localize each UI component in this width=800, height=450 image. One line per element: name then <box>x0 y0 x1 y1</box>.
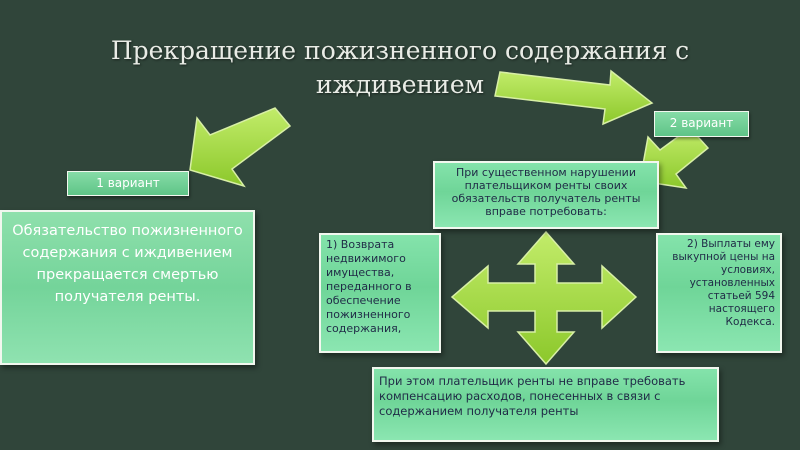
note-box: При этом плательщик ренты не вправе треб… <box>372 367 719 442</box>
option2-box: 2) Выплаты ему выкупной цены на условиях… <box>656 233 782 353</box>
option2-text: 2) Выплаты ему выкупной цены на условиях… <box>672 238 775 328</box>
option1-box: 1) Возврата недвижимого имущества, перед… <box>319 233 441 353</box>
arrow-to-variant2-icon <box>494 69 654 126</box>
variant1-text: Обязательство пожизненного содержания с … <box>12 223 243 305</box>
variant2-header-text: При существенном нарушении плательщиком … <box>451 166 641 218</box>
variant1-box: Обязательство пожизненного содержания с … <box>0 210 255 365</box>
variant2-label: 2 вариант <box>654 111 749 137</box>
variant1-label: 1 вариант <box>67 171 189 196</box>
option1-text: 1) Возврата недвижимого имущества, перед… <box>326 238 412 335</box>
note-text: При этом плательщик ренты не вправе треб… <box>379 374 686 418</box>
variant2-header-box: При существенном нарушении плательщиком … <box>433 161 659 229</box>
variant2-label-text: 2 вариант <box>669 116 734 130</box>
variant1-label-text: 1 вариант <box>96 176 160 190</box>
arrow-to-variant1-icon <box>189 107 292 188</box>
slide-title: Прекращение пожизненного содержания с иж… <box>110 36 690 99</box>
four-way-arrow-icon <box>450 230 638 366</box>
